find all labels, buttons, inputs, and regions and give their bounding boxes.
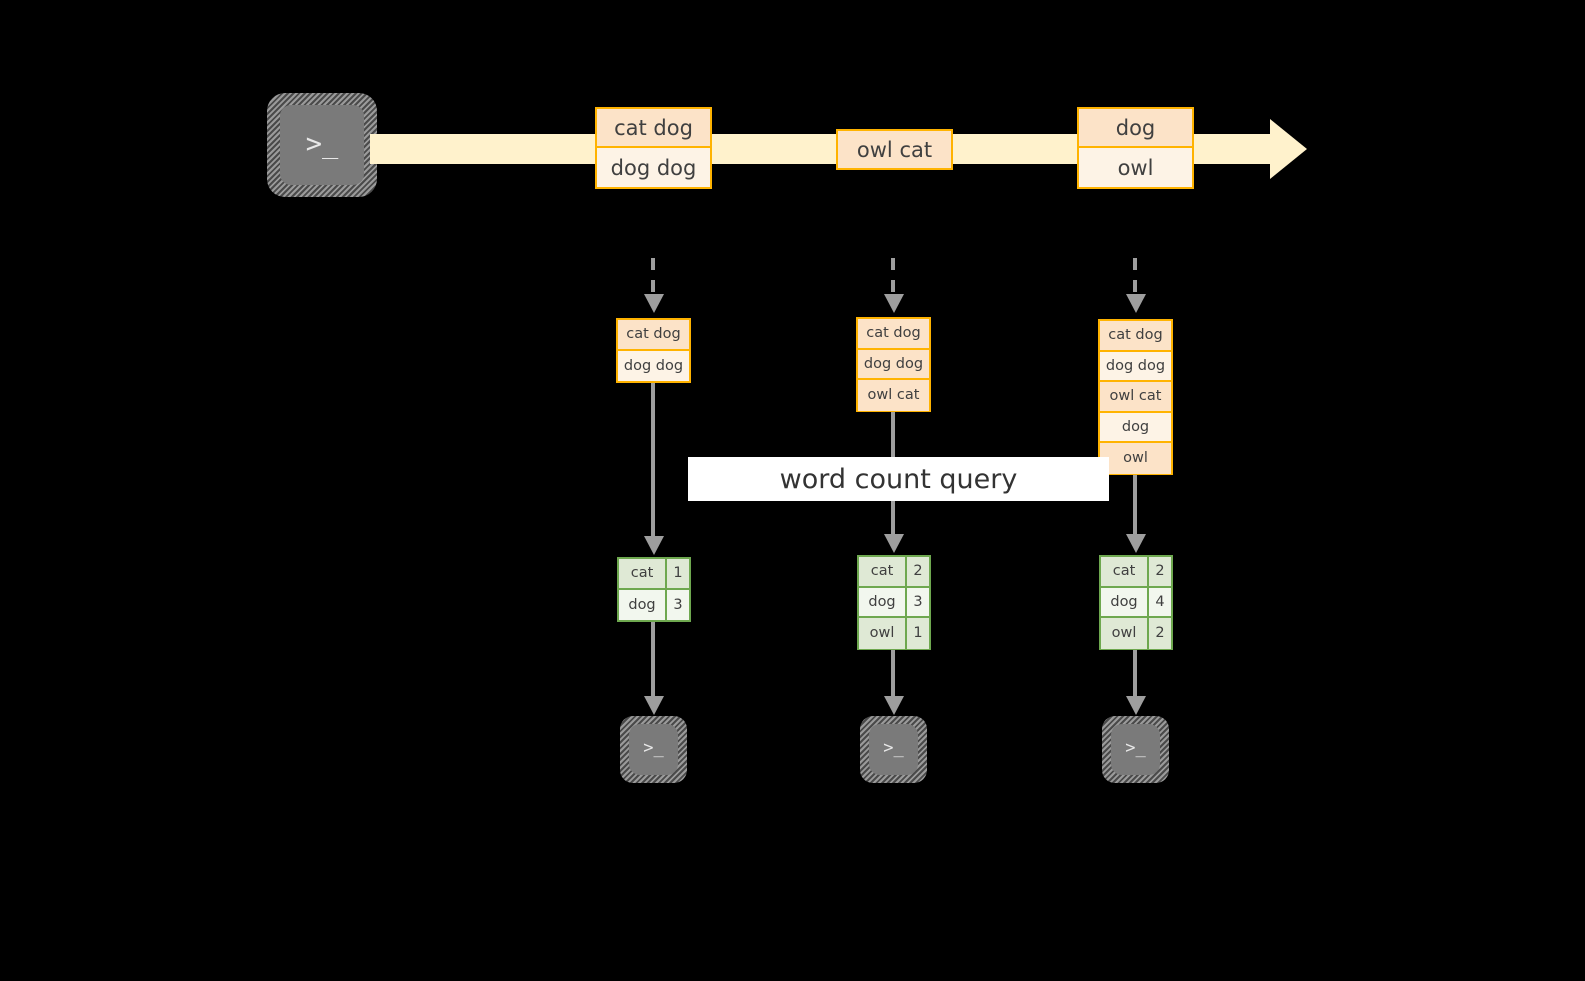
result-row: owl 1 xyxy=(859,618,929,649)
result-word: cat xyxy=(859,557,907,586)
sink-edge-3 xyxy=(1133,650,1137,698)
result-word: owl xyxy=(1101,618,1149,649)
result-row: dog 4 xyxy=(1101,587,1171,618)
stream-message-row: dog dog xyxy=(597,148,710,187)
sink-edge-arrowhead-1 xyxy=(644,696,664,715)
sink-terminal-icon-2: >_ xyxy=(860,716,927,783)
snapshot-trigger-arrowhead-1 xyxy=(644,294,664,313)
stream-message-row: cat dog xyxy=(597,109,710,148)
stream-message-2: owl cat xyxy=(836,129,953,170)
snapshot-trigger-line-2 xyxy=(891,258,895,296)
query-edge-3 xyxy=(1133,475,1137,536)
query-edge-arrowhead-2 xyxy=(884,534,904,553)
terminal-prompt: >_ xyxy=(1125,737,1146,758)
query-edge-arrowhead-3 xyxy=(1126,534,1146,553)
result-row: cat 2 xyxy=(859,557,929,588)
result-count: 2 xyxy=(907,557,929,586)
snapshot-input-row: cat dog xyxy=(1100,321,1171,352)
result-row: cat 1 xyxy=(619,559,689,590)
stream-arrow-head xyxy=(1270,119,1307,179)
terminal-screen xyxy=(1111,724,1160,775)
sink-terminal-icon-1: >_ xyxy=(620,716,687,783)
snapshot-input-row: dog xyxy=(1100,412,1171,443)
snapshot-input-2: cat dog dog dog owl cat xyxy=(856,317,931,412)
result-row: cat 2 xyxy=(1101,557,1171,588)
source-terminal-icon: >_ xyxy=(267,93,377,197)
snapshot-input-row: owl cat xyxy=(1100,382,1171,413)
snapshot-result-2: cat 2 dog 3 owl 1 xyxy=(857,555,931,650)
snapshot-input-row: owl cat xyxy=(858,380,929,411)
result-word: dog xyxy=(1101,587,1149,616)
terminal-prompt: >_ xyxy=(883,737,904,758)
stream-message-1: cat dog dog dog xyxy=(595,107,712,189)
snapshot-input-row: dog dog xyxy=(858,349,929,380)
snapshot-trigger-arrowhead-2 xyxy=(884,294,904,313)
snapshot-input-row: cat dog xyxy=(618,320,689,351)
result-word: dog xyxy=(619,589,667,620)
result-word: cat xyxy=(1101,557,1149,586)
stream-message-3: dog owl xyxy=(1077,107,1194,189)
snapshot-input-row: cat dog xyxy=(858,319,929,350)
stream-message-row: owl xyxy=(1079,148,1192,187)
result-word: owl xyxy=(859,618,907,649)
snapshot-input-row: owl xyxy=(1100,443,1171,474)
sink-edge-2 xyxy=(891,650,895,698)
query-edge-1 xyxy=(651,383,655,538)
snapshot-result-1: cat 1 dog 3 xyxy=(617,557,691,622)
result-count: 3 xyxy=(667,589,689,620)
result-count: 2 xyxy=(1149,618,1171,649)
result-count: 2 xyxy=(1149,557,1171,586)
terminal-screen xyxy=(629,724,678,775)
sink-terminal-icon-3: >_ xyxy=(1102,716,1169,783)
result-count: 4 xyxy=(1149,587,1171,616)
snapshot-input-row: dog dog xyxy=(618,350,689,381)
terminal-prompt: >_ xyxy=(305,127,339,159)
snapshot-input-1: cat dog dog dog xyxy=(616,318,691,383)
stream-message-row: dog xyxy=(1079,109,1192,148)
snapshot-input-row: dog dog xyxy=(1100,351,1171,382)
result-count: 3 xyxy=(907,587,929,616)
result-row: dog 3 xyxy=(859,587,929,618)
query-label-banner: word count query xyxy=(688,457,1109,501)
result-count: 1 xyxy=(667,559,689,588)
result-word: dog xyxy=(859,587,907,616)
snapshot-trigger-arrowhead-3 xyxy=(1126,294,1146,313)
terminal-prompt: >_ xyxy=(643,737,664,758)
sink-edge-1 xyxy=(651,622,655,698)
snapshot-trigger-line-1 xyxy=(651,258,655,296)
stream-message-row: owl cat xyxy=(838,131,951,168)
terminal-screen xyxy=(869,724,918,775)
query-label: word count query xyxy=(779,463,1018,495)
terminal-screen xyxy=(280,105,364,185)
result-count: 1 xyxy=(907,618,929,649)
snapshot-trigger-line-3 xyxy=(1133,258,1137,296)
query-edge-arrowhead-1 xyxy=(644,536,664,555)
sink-edge-arrowhead-2 xyxy=(884,696,904,715)
sink-edge-arrowhead-3 xyxy=(1126,696,1146,715)
result-row: owl 2 xyxy=(1101,618,1171,649)
result-word: cat xyxy=(619,559,667,588)
snapshot-result-3: cat 2 dog 4 owl 2 xyxy=(1099,555,1173,650)
snapshot-input-3: cat dog dog dog owl cat dog owl xyxy=(1098,319,1173,475)
result-row: dog 3 xyxy=(619,589,689,620)
